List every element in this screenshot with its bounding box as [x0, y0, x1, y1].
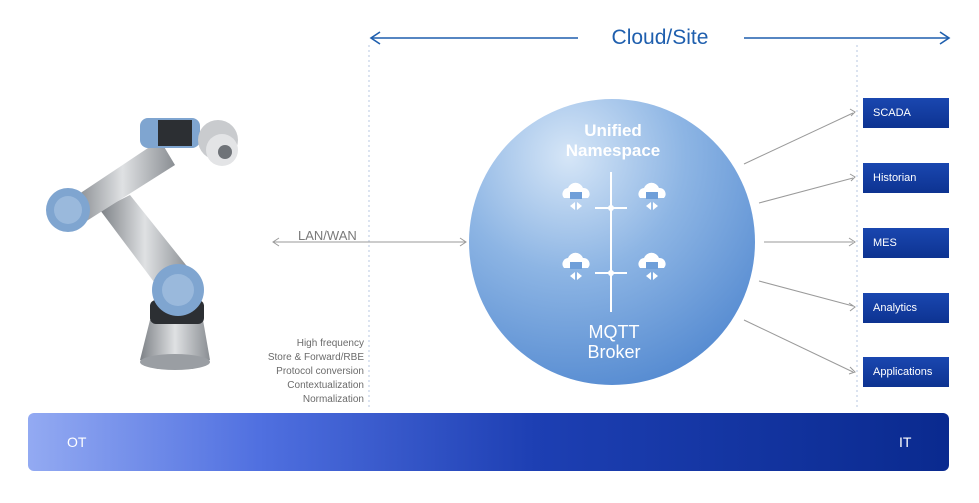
broker-label-line2: Broker — [587, 342, 641, 362]
ot-it-bar — [28, 413, 949, 471]
feature-item: High frequency — [296, 338, 364, 349]
it-system-mes: MES — [863, 228, 949, 258]
it-system-historian: Historian — [863, 163, 949, 193]
it-label: IT — [899, 434, 912, 450]
hub-title-line2: Namespace — [565, 141, 661, 160]
it-system-applications: Applications — [863, 357, 949, 387]
hub-title-line1: Unified — [584, 121, 642, 140]
lan-wan-label: LAN/WAN — [298, 228, 357, 243]
feature-item: Contextualization — [287, 380, 364, 391]
it-system-scada: SCADA — [863, 98, 949, 128]
cloud-node-icon — [562, 182, 666, 280]
lan-wan-arrow — [272, 237, 467, 247]
feature-item: Normalization — [302, 394, 364, 405]
ot-label: OT — [67, 434, 87, 450]
scope-arrow — [369, 31, 951, 45]
feature-list: High frequency Store & Forward/RBE Proto… — [268, 337, 364, 407]
it-connector-arrows — [743, 108, 856, 375]
robot-arm-image — [46, 118, 238, 370]
scope-label: Cloud/Site — [611, 26, 709, 49]
feature-item: Store & Forward/RBE — [267, 352, 364, 363]
it-system-analytics: Analytics — [863, 293, 949, 323]
feature-item: Protocol conversion — [276, 366, 364, 377]
broker-label-line1: MQTT — [588, 322, 640, 342]
